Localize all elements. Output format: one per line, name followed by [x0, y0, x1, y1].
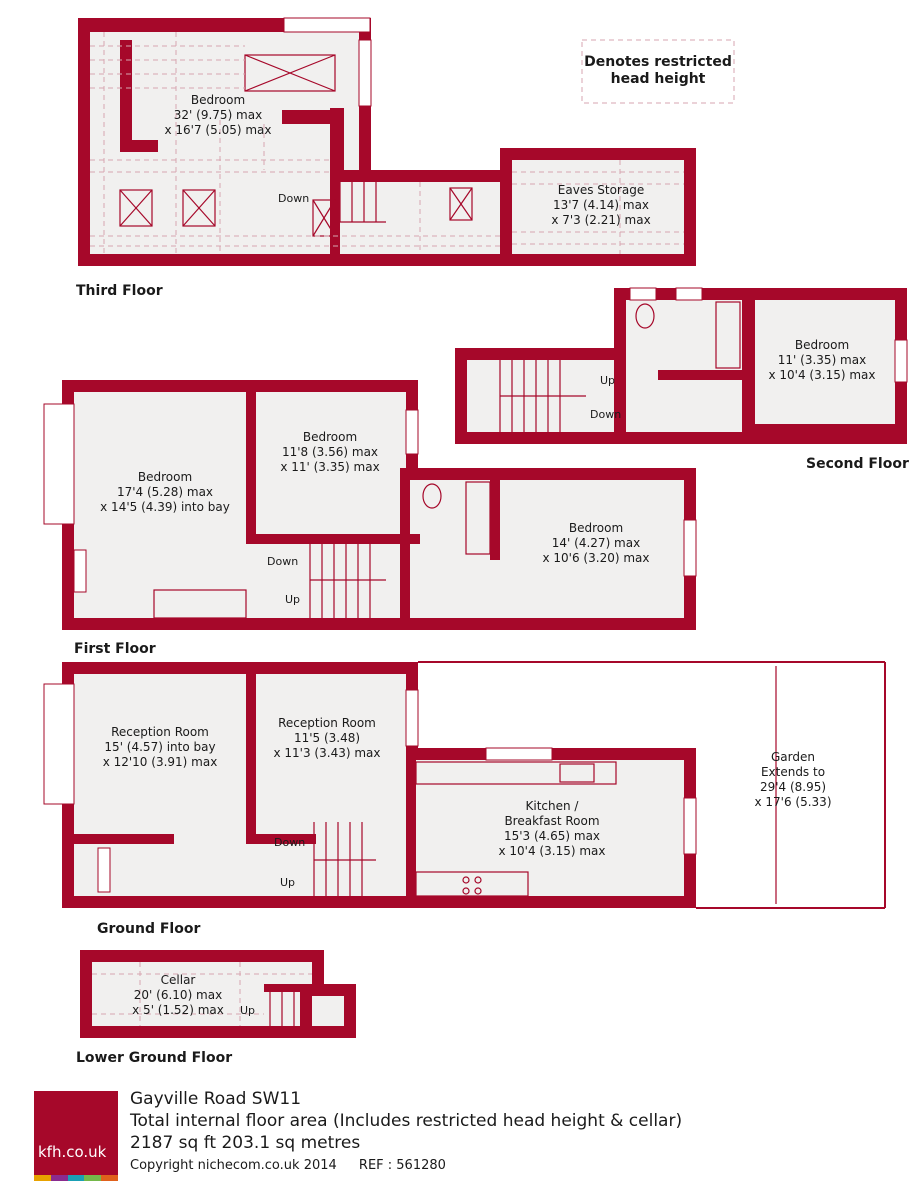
second-floor: Bedroom 11' (3.35) max x 10'4 (3.15) max…: [455, 287, 909, 472]
third-bedroom-dim2: x 16'7 (5.05) max: [165, 123, 272, 137]
logo-text: kfh.co.uk: [38, 1143, 107, 1161]
logo-stripe: [34, 1175, 118, 1181]
kitchen-dim2: x 10'4 (3.15) max: [499, 844, 606, 858]
total-area: 2187 sq ft 203.1 sq metres: [130, 1133, 361, 1153]
first-bedroom3-name: Bedroom: [569, 521, 623, 535]
logo-stripe-segment: [50, 1175, 68, 1181]
area-note: Total internal floor area (Includes rest…: [130, 1111, 683, 1131]
reception1-name: Reception Room: [111, 725, 209, 739]
eaves-dim2: x 7'3 (2.21) max: [551, 213, 650, 227]
logo-stripe-segment: [34, 1175, 51, 1181]
floor-plan: Denotes restricted head height: [43, 17, 909, 1066]
lower-ground-floor: Cellar 20' (6.10) max x 5' (1.52) max Up…: [76, 950, 356, 1066]
first-stair-down: Down: [267, 555, 298, 568]
first-stair-up: Up: [285, 593, 300, 606]
kitchen-name2: Breakfast Room: [504, 814, 599, 828]
ground-stair-down: Down: [274, 836, 305, 849]
first-bedroom3-dim2: x 10'6 (3.20) max: [543, 551, 650, 565]
third-bedroom-dim1: 32' (9.75) max: [174, 108, 262, 122]
ground-stair-up: Up: [280, 876, 295, 889]
eaves-dim1: 13'7 (4.14) max: [553, 198, 649, 212]
legend-line-2: head height: [611, 71, 706, 87]
logo-stripe-segment: [67, 1175, 85, 1181]
cellar-dim1: 20' (6.10) max: [134, 988, 222, 1002]
reception2-name: Reception Room: [278, 716, 376, 730]
second-stair-down: Down: [590, 408, 621, 421]
second-bedroom-name: Bedroom: [795, 338, 849, 352]
first-bedroom2-dim2: x 11' (3.35) max: [280, 460, 379, 474]
copyright: Copyright nichecom.co.uk 2014: [130, 1158, 337, 1173]
third-bedroom-name: Bedroom: [191, 93, 245, 107]
first-bedroom1-name: Bedroom: [138, 470, 192, 484]
address: Gayville Road SW11: [130, 1089, 302, 1109]
second-floor-label: Second Floor: [806, 456, 909, 472]
footer: kfh.co.uk Gayville Road SW11 Total inter…: [34, 1088, 894, 1188]
kitchen-dim1: 15'3 (4.65) max: [504, 829, 600, 843]
second-stair-up: Up: [600, 374, 615, 387]
reception2-dim1: 11'5 (3.48): [294, 731, 360, 745]
restricted-height-legend: Denotes restricted head height: [581, 39, 735, 104]
logo-stripe-segment: [84, 1175, 102, 1181]
third-floor-label: Third Floor: [76, 283, 163, 299]
copyright-row: Copyright nichecom.co.uk 2014 REF : 5612…: [130, 1158, 682, 1173]
first-bedroom3-dim1: 14' (4.27) max: [552, 536, 640, 550]
garden-dim1: 29'4 (8.95): [760, 780, 826, 794]
property-info: Gayville Road SW11 Total internal floor …: [130, 1088, 682, 1173]
second-bedroom-dim2: x 10'4 (3.15) max: [769, 368, 876, 382]
ground-floor: Reception Room 15' (4.57) into bay x 12'…: [43, 661, 886, 937]
reference: REF : 561280: [358, 1158, 446, 1173]
garden-dim2: x 17'6 (5.33): [754, 795, 831, 809]
kitchen-name1: Kitchen /: [526, 799, 580, 813]
ground-floor-label: Ground Floor: [97, 921, 200, 937]
eaves-name: Eaves Storage: [558, 183, 644, 197]
garden-outline: [418, 661, 886, 909]
first-bedroom2-dim1: 11'8 (3.56) max: [282, 445, 378, 459]
garden-name2: Extends to: [761, 765, 825, 779]
reception1-dim1: 15' (4.57) into bay: [104, 740, 215, 754]
garden-name1: Garden: [771, 750, 815, 764]
legend-line-1: Denotes restricted: [584, 54, 732, 70]
first-floor-label: First Floor: [74, 641, 156, 657]
lower-stair-up: Up: [240, 1004, 255, 1017]
cellar-dim2: x 5' (1.52) max: [132, 1003, 224, 1017]
cellar-name: Cellar: [161, 973, 196, 987]
second-bedroom-dim1: 11' (3.35) max: [778, 353, 866, 367]
third-stair-down: Down: [278, 192, 309, 205]
first-floor: Bedroom 17'4 (5.28) max x 14'5 (4.39) in…: [43, 380, 697, 657]
third-floor: Bedroom 32' (9.75) max x 16'7 (5.05) max…: [76, 17, 696, 299]
first-bedroom2-name: Bedroom: [303, 430, 357, 444]
logo-stripe-segment: [101, 1175, 118, 1181]
lower-ground-floor-label: Lower Ground Floor: [76, 1050, 232, 1066]
kfh-logo: kfh.co.uk: [34, 1091, 118, 1181]
first-bedroom1-dim2: x 14'5 (4.39) into bay: [100, 500, 230, 514]
first-bedroom1-dim1: 17'4 (5.28) max: [117, 485, 213, 499]
reception1-dim2: x 12'10 (3.91) max: [103, 755, 218, 769]
reception2-dim2: x 11'3 (3.43) max: [274, 746, 381, 760]
